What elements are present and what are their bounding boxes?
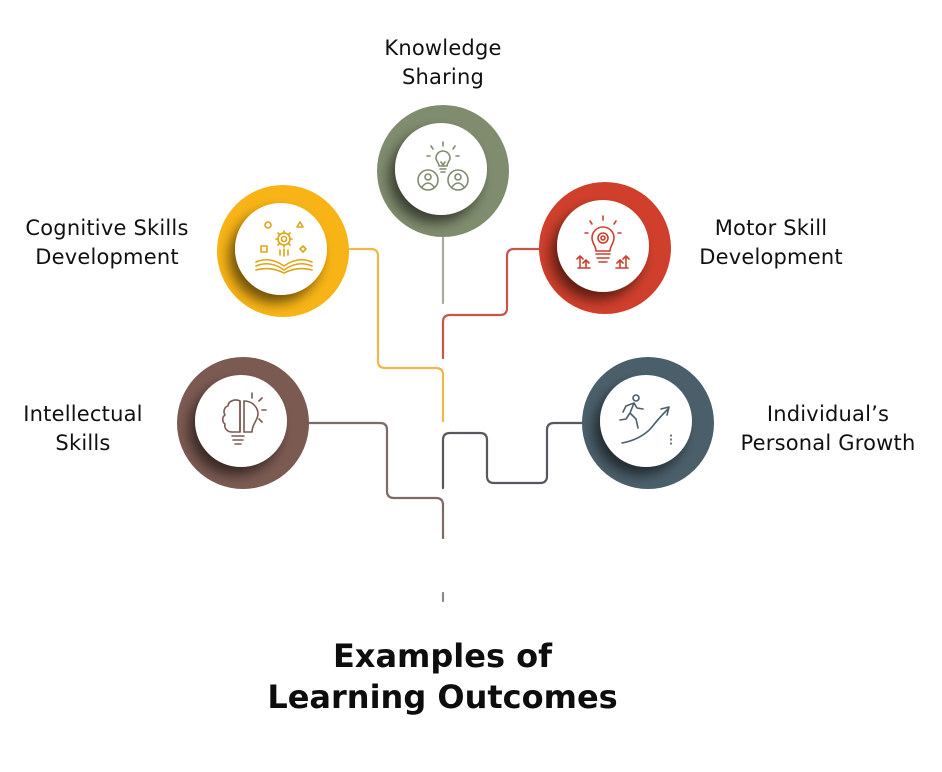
diagram-title: Examples of Learning Outcomes xyxy=(0,636,885,718)
label-knowledge-sharing: Knowledge Sharing xyxy=(343,34,543,92)
running-person-arrow-icon xyxy=(619,394,672,445)
connector-motor-skill xyxy=(441,247,542,360)
lightbulb-people-icon xyxy=(417,141,469,191)
node-personal-growth xyxy=(582,357,714,489)
label-line: Knowledge xyxy=(384,36,502,60)
title-line: Learning Outcomes xyxy=(267,678,618,716)
connector-personal-growth xyxy=(441,421,585,490)
label-motor-skill: Motor Skill Development xyxy=(676,214,866,272)
node-motor-skill xyxy=(539,182,671,314)
brain-lightbulb-icon xyxy=(221,392,267,445)
node-knowledge-sharing xyxy=(377,105,509,237)
node-cognitive-skills xyxy=(217,185,349,317)
label-line: Development xyxy=(699,245,843,269)
label-line: Motor Skill xyxy=(714,216,828,240)
node-intellectual-skills xyxy=(177,357,309,489)
label-line: Personal Growth xyxy=(740,431,916,455)
label-line: Sharing xyxy=(401,65,485,89)
label-intellectual-skills: Intellectual Skills xyxy=(0,400,166,458)
title-line: Examples of xyxy=(332,637,553,675)
connector-intellectual-skills xyxy=(306,421,445,540)
label-line: Development xyxy=(35,245,179,269)
label-line: Individual’s xyxy=(766,402,890,426)
open-book-gear-shapes-icon xyxy=(255,221,313,274)
label-line: Intellectual xyxy=(23,402,143,426)
label-line: Cognitive Skills xyxy=(25,216,189,240)
connector-lines xyxy=(306,236,585,603)
label-cognitive-skills: Cognitive Skills Development xyxy=(0,214,214,272)
lightbulb-gear-arrows-icon xyxy=(576,215,630,269)
label-line: Skills xyxy=(55,431,111,455)
connector-cognitive-skills xyxy=(348,247,445,423)
label-personal-growth: Individual’s Personal Growth xyxy=(722,400,934,458)
